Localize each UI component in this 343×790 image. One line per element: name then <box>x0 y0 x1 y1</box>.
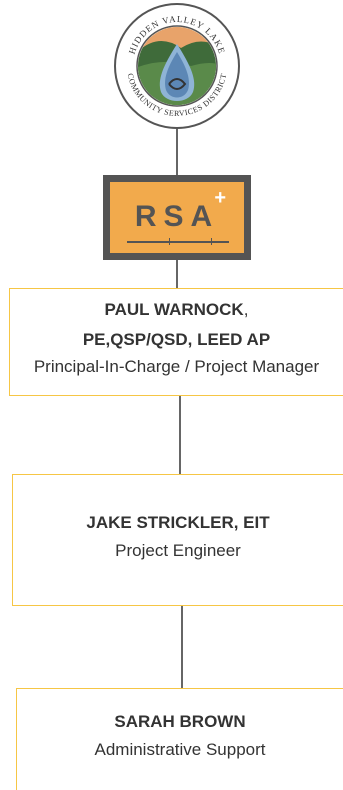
support-role: Administrative Support <box>94 740 266 759</box>
org-card-engineer: JAKE STRICKLER, EIT Project Engineer <box>12 474 343 606</box>
firm-logo: RSA + <box>103 175 251 260</box>
district-logo: HIDDEN VALLEY LAKE COMMUNITY SERVICES DI… <box>114 3 240 129</box>
org-card-principal: PAUL WARNOCK, PE,QSP/QSD, LEED AP Princi… <box>9 288 343 396</box>
principal-credentials: PE,QSP/QSD, LEED AP <box>82 330 271 349</box>
connector-principal-engineer <box>179 396 181 475</box>
firm-name: RSA <box>134 200 220 233</box>
principal-name-suffix: , <box>243 300 249 319</box>
firm-logo-tick <box>211 238 212 245</box>
firm-logo-rule <box>127 238 229 245</box>
firm-plus-mark: + <box>214 187 226 209</box>
connector-engineer-support <box>181 605 183 688</box>
firm-logo-tick <box>169 238 170 245</box>
firm-logo-panel: RSA + <box>110 182 244 253</box>
org-card-support: SARAH BROWN Administrative Support <box>16 688 343 790</box>
support-name: SARAH BROWN <box>114 712 246 731</box>
principal-name: PAUL WARNOCK <box>104 300 244 319</box>
connector-firm-principal <box>176 258 178 288</box>
principal-role: Principal-In-Charge / Project Manager <box>33 357 320 376</box>
connector-logo-firm <box>176 118 178 176</box>
principal-name-line: PAUL WARNOCK, <box>10 295 343 325</box>
engineer-role: Project Engineer <box>115 541 241 560</box>
engineer-name: JAKE STRICKLER, EIT <box>86 513 270 532</box>
